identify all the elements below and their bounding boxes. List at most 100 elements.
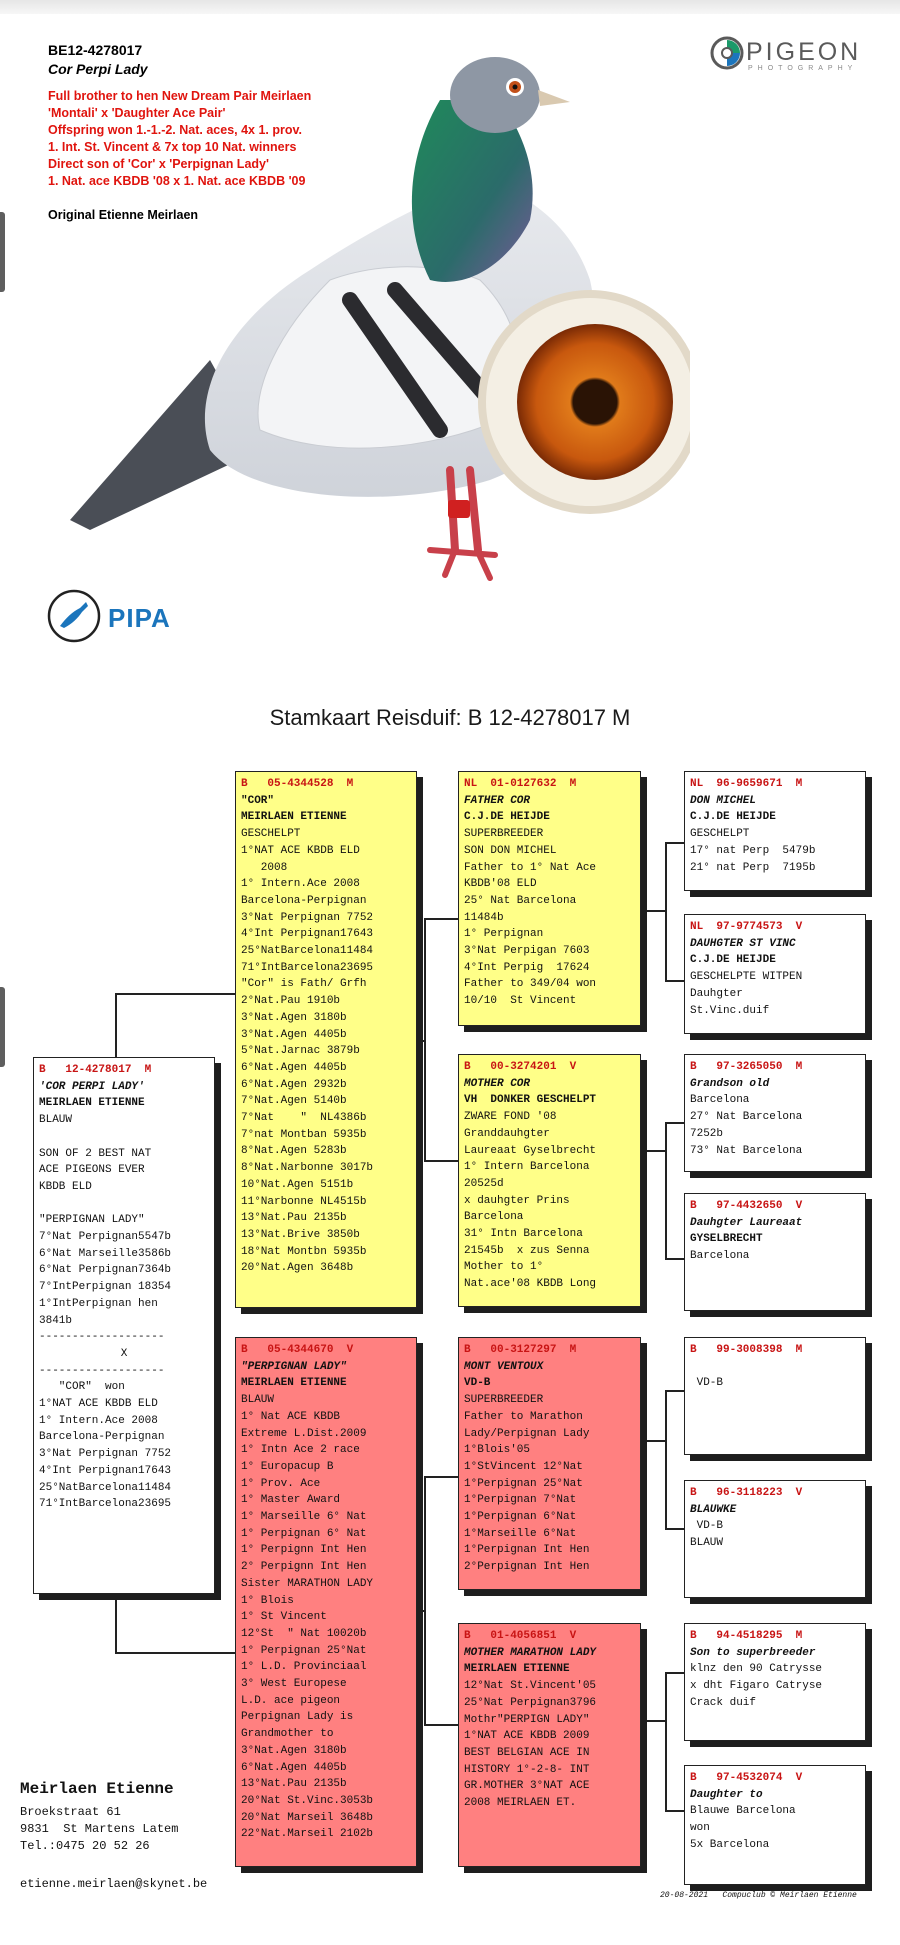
connector-line (115, 1583, 117, 1653)
pedigree-line: VD-B (690, 1520, 724, 1533)
pedigree-line: MEIRLAEN ETIENNE (464, 1663, 570, 1676)
pedigree-line: 73° Nat Barcelona (690, 1144, 803, 1157)
ring-number: B 01-4056851 V (464, 1630, 577, 1642)
pedigree-line: Father to Marathon (464, 1410, 583, 1423)
pedigree-line: 1° Prov. Ace (241, 1477, 321, 1490)
pedigree-line: 1° Blois (241, 1594, 294, 1607)
pedigree-line: 7°IntPerpignan 18354 (39, 1281, 172, 1294)
pedigree-line: 4°Int Perpignan17643 (241, 928, 374, 941)
pedigree-line: 1° Intern Barcelona (464, 1161, 590, 1174)
header-ring: BE12-4278017 (48, 42, 143, 58)
pedigree-line (39, 1196, 209, 1213)
connector-line (665, 1258, 684, 1260)
description-line: Direct son of 'Cor' x 'Perpignan Lady' (48, 157, 269, 171)
pedigree-line: 1°StVincent 12°Nat (464, 1460, 583, 1473)
description-line: Full brother to hen New Dream Pair Meirl… (48, 89, 312, 103)
header-description: Full brother to hen New Dream Pair Meirl… (48, 88, 368, 190)
connector-line (641, 1440, 667, 1442)
pedigree-line: MOTHER COR (464, 1077, 531, 1090)
pedigree-line: 4°Int Perpignan17643 (39, 1464, 172, 1477)
pedigree-line: GESCHELPTE WITPEN (690, 971, 803, 984)
pedigree-line: Lady/Perpignan Lady (464, 1427, 590, 1440)
pedigree-line: 25°NatBarcelona11484 (241, 945, 374, 958)
pedigree-line: 31° Intn Barcelona (464, 1228, 583, 1241)
pedigree-line: 22°Nat.Marseil 2102b (241, 1828, 374, 1841)
pedigree-line: 21545b x zus Senna (464, 1244, 590, 1257)
pedigree-line: 6°Nat Marseille3586b (39, 1247, 172, 1260)
connector-line (665, 1122, 684, 1124)
connector-line (641, 910, 667, 912)
edge-tab[interactable] (0, 212, 5, 292)
ring-number: NL 01-0127632 M (464, 778, 577, 790)
pedigree-line: 6°Nat.Agen 4405b (241, 1061, 347, 1074)
pedigree-line: C.J.DE HEIJDE (690, 811, 776, 824)
pigeon-photo (70, 57, 690, 581)
pedigree-line: 1° St Vincent (241, 1611, 327, 1624)
connector-line (665, 980, 684, 982)
ring-number: B 97-4432650 V (690, 1200, 803, 1212)
breeder-email[interactable]: etienne.meirlaen@skynet.be (20, 1877, 208, 1891)
pedigree-line: 6°Nat Perpignan7364b (39, 1264, 172, 1277)
edge-tab[interactable] (0, 987, 5, 1067)
pedigree-line: GESCHELPT (241, 828, 301, 841)
connector-line (665, 842, 684, 844)
connector-line (424, 918, 458, 920)
pedigree-line: 5x Barcelona (690, 1838, 770, 1851)
pedigree-line: 10/10 St Vincent (464, 995, 577, 1008)
pedigree-line: Extreme L.Dist.2009 (241, 1427, 367, 1440)
pedigree-line: Barcelona-Perpignan (241, 894, 367, 907)
pedigree-line: Mother to 1° (464, 1261, 544, 1274)
pedigree-line: 1° Marseille 6° Nat (241, 1511, 367, 1524)
pedigree-line: MEIRLAEN ETIENNE (241, 811, 347, 824)
pedigree-line: 3841b (39, 1314, 73, 1327)
pedigree-line: BLAUW (690, 1537, 724, 1550)
pedigree-line: VD-B (690, 1377, 724, 1390)
pedigree-line: DON MICHEL (690, 794, 757, 807)
pedigree-line: 2008 (241, 861, 288, 874)
pedigree-line: 1° Europacup B (241, 1460, 334, 1473)
connector-line (424, 1160, 458, 1162)
description-line: 1. Int. St. Vincent & 7x top 10 Nat. win… (48, 140, 297, 154)
ring-number: B 05-4344528 M (241, 778, 354, 790)
pedigree-line: 18°Nat Montbn 5935b (241, 1245, 367, 1258)
pedigree-line: 5°Nat.Jarnac 3879b (241, 1045, 360, 1058)
pedigree-line: 1°Perpignan 25°Nat (464, 1477, 583, 1490)
pedigree-line: 7°Nat " NL4386b (241, 1112, 367, 1125)
pedigree-line: Father to 1° Nat Ace (464, 861, 597, 874)
pigeon-photography-logo: PIGEON PHOTOGRAPHY (710, 36, 858, 72)
pedigree-line: L.D. ace pigeon (241, 1694, 341, 1707)
pedigree-line: 7°Nat Perpignan5547b (39, 1231, 172, 1244)
pedigree-line: Crack duif (690, 1696, 757, 1709)
pedigree-line: "PERPIGNAN LADY" (39, 1214, 145, 1227)
connector-line (665, 842, 667, 982)
pedigree-line: 10°Nat.Agen 5151b (241, 1178, 354, 1191)
pedigree-line: VD-B (464, 1377, 491, 1390)
connector-line (665, 1528, 684, 1530)
pedigree-line: Barcelona (690, 1250, 750, 1263)
pedigree-line: 20°Nat St.Vinc.3053b (241, 1794, 374, 1807)
pedigree-line: 1°Blois'05 (464, 1444, 531, 1457)
pedigree-line: 1°Perpignan 7°Nat (464, 1494, 577, 1507)
pedigree-line: VH DONKER GESCHELPT (464, 1094, 597, 1107)
header-name: Cor Perpi Lady (48, 61, 148, 77)
pedigree-line: Daughter to (690, 1788, 763, 1801)
ring-number: B 12-4278017 M (39, 1064, 152, 1076)
pedigree-line: 7252b (690, 1127, 724, 1140)
pipa-text: PIPA (108, 603, 171, 633)
ring-number: B 00-3127297 M (464, 1344, 577, 1356)
breeder-name: Meirlaen Etienne (20, 1780, 174, 1798)
pedigree-line: 1° L.D. Provinciaal (241, 1661, 367, 1674)
pedigree-line: X (120, 1347, 128, 1360)
pedigree-line: Perpignan Lady is (241, 1711, 354, 1724)
connector-line (115, 1652, 235, 1654)
pedigree-line: MEIRLAEN ETIENNE (241, 1377, 347, 1390)
pedigree-line: GESCHELPT (690, 828, 750, 841)
pedigree-line: 12°Nat St.Vincent'05 (464, 1680, 597, 1693)
pedigree-line: MONT VENTOUX (464, 1360, 544, 1373)
